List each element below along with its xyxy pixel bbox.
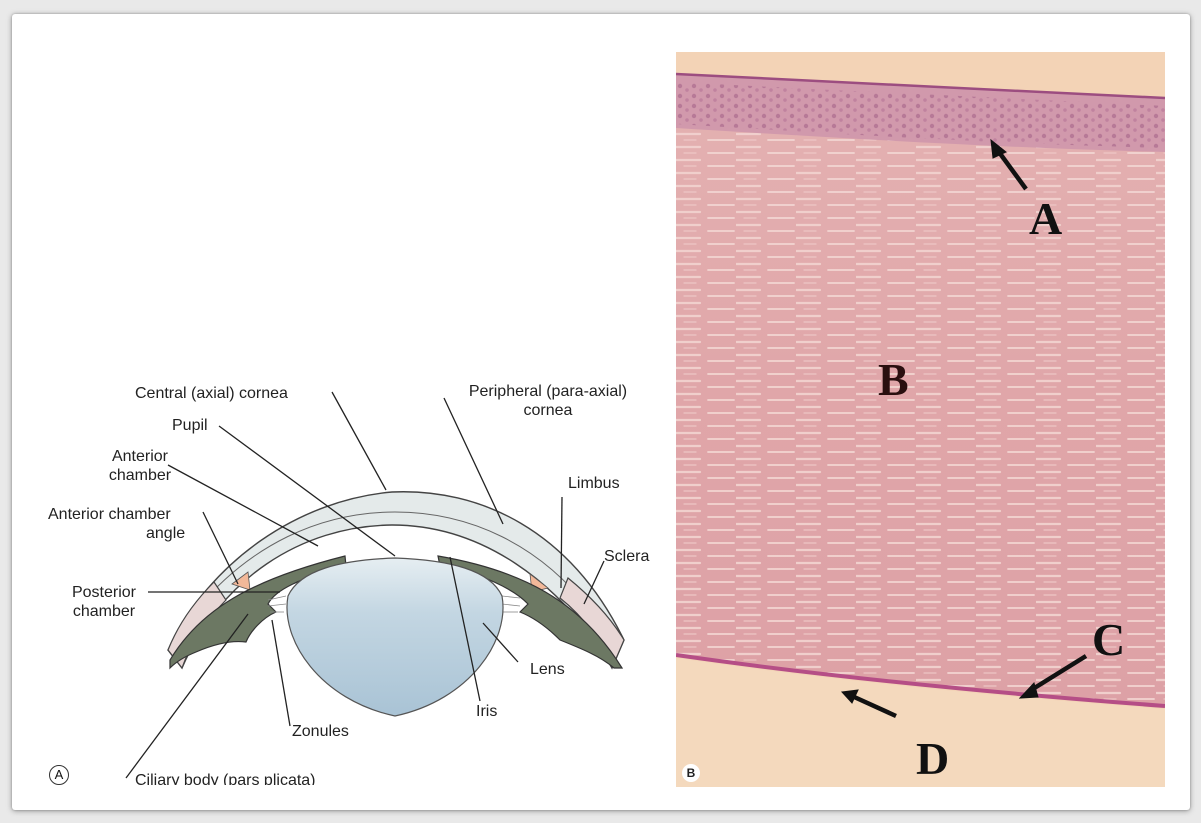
label-lens: Lens xyxy=(530,660,565,679)
label-ciliary-body: Ciliary body (pars plicata) xyxy=(135,771,316,785)
label-posterior-chamber: Posterior chamber xyxy=(58,583,150,621)
panel-b-badge: B xyxy=(682,764,700,782)
label-sclera: Sclera xyxy=(604,547,649,566)
micrograph-svg xyxy=(676,52,1165,787)
label-posterior-chamber-line2: chamber xyxy=(58,602,150,621)
marker-a: A xyxy=(1029,196,1062,242)
label-pupil: Pupil xyxy=(172,416,208,435)
marker-d: D xyxy=(916,736,949,782)
panel-a-badge: A xyxy=(49,765,69,785)
label-iris: Iris xyxy=(476,702,497,721)
label-anterior-chamber-angle-line1: Anterior chamber xyxy=(48,505,185,524)
label-zonules: Zonules xyxy=(292,722,349,741)
label-anterior-chamber-line1: Anterior xyxy=(100,447,180,466)
marker-b: B xyxy=(878,357,909,403)
marker-c: C xyxy=(1092,617,1125,663)
label-anterior-chamber-line2: chamber xyxy=(100,466,180,485)
label-peripheral-cornea-line2: cornea xyxy=(448,401,648,420)
label-peripheral-cornea: Peripheral (para-axial) cornea xyxy=(448,382,648,420)
label-anterior-chamber-angle-line2: angle xyxy=(48,524,185,543)
label-anterior-chamber: Anterior chamber xyxy=(100,447,180,485)
label-anterior-chamber-angle: Anterior chamber angle xyxy=(48,505,185,543)
lens xyxy=(287,558,503,716)
panel-b-micrograph: A B C D B xyxy=(676,52,1165,787)
label-central-cornea: Central (axial) cornea xyxy=(135,384,288,403)
label-posterior-chamber-line1: Posterior xyxy=(58,583,150,602)
label-limbus: Limbus xyxy=(568,474,620,493)
label-peripheral-cornea-line1: Peripheral (para-axial) xyxy=(448,382,648,401)
